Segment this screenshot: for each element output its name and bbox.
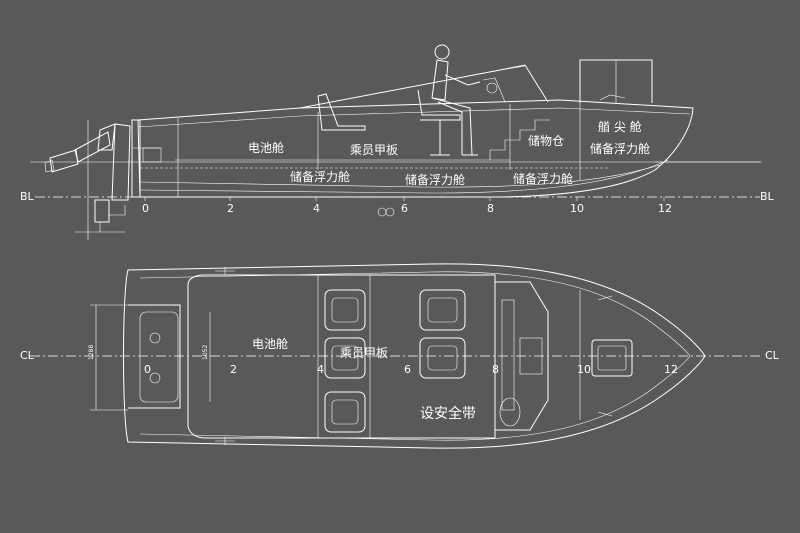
console-box: [519, 337, 543, 375]
fore-hatch-inner: [597, 345, 627, 371]
plan-tick: 0: [144, 363, 151, 376]
gunwale-inner: [139, 271, 691, 441]
baseline-label-right: BL: [760, 190, 775, 203]
engine-well: [139, 311, 179, 403]
windshield-inner: [479, 65, 526, 75]
label-reserve-3: 储备浮力舱: [513, 171, 573, 186]
plan-tick: 8: [492, 363, 499, 376]
engine-starboard-icon: [149, 372, 161, 384]
label-battery-side: 电池舱: [248, 141, 284, 155]
console-panel: [501, 299, 515, 411]
label-reserve-bow: 储备浮力舱: [590, 141, 650, 156]
transom-platform: [128, 304, 181, 409]
beam-dimension-outer: [90, 304, 128, 411]
dimension-beam-inner: 1052: [202, 345, 209, 360]
pilot-figure-icon: [431, 44, 481, 156]
cockpit-outline: [187, 274, 496, 439]
seat: [419, 289, 466, 331]
side-tick: 8: [487, 202, 494, 215]
helm-wheel-icon: [499, 397, 521, 427]
plan-tick: 6: [404, 363, 411, 376]
pilot-seat: [417, 89, 461, 156]
label-reserve-2: 储备浮力舱: [405, 172, 465, 187]
bow-rail: [599, 94, 626, 101]
baseline-label-left: BL: [20, 190, 35, 203]
seat: [419, 337, 466, 379]
windshield: [299, 64, 549, 109]
label-crew-deck-side: 乘员甲板: [350, 143, 398, 157]
fore-hatch: [591, 339, 633, 377]
label-seatbelts: 设安全带: [420, 405, 476, 422]
seat: [324, 337, 366, 379]
rear-seat: [317, 93, 366, 131]
centerline-label-left: CL: [20, 349, 35, 362]
label-crew-deck-plan: 乘员甲板: [340, 346, 388, 360]
engine-port-icon: [149, 332, 161, 344]
sheer-line: [137, 107, 691, 128]
seat: [324, 391, 366, 433]
transom-box: [142, 147, 162, 163]
plan-tick: 4: [317, 363, 324, 376]
chine-line: [139, 164, 661, 188]
hull-outline: [137, 99, 694, 198]
outboard-drive: [44, 120, 131, 240]
plan-ticks: 0 2 4 6 8 10 12: [144, 363, 678, 376]
plan-tick: 10: [577, 363, 591, 376]
keel-line: [139, 159, 669, 194]
side-tick: 4: [313, 202, 320, 215]
label-storage-side: 储物仓: [528, 133, 564, 148]
storage-steps: [489, 119, 550, 160]
side-tick: 10: [570, 202, 584, 215]
side-tick: 2: [227, 202, 234, 215]
plan-tick: 2: [230, 363, 237, 376]
side-tick: 6: [401, 202, 408, 215]
helm-console: [495, 281, 549, 431]
label-bow-side: 艏 尖 舱: [598, 120, 642, 134]
crew-seats: [324, 289, 466, 433]
side-ticks: 0 2 4 6 8 10 12: [142, 202, 672, 215]
dimension-beam-outer: 1288: [88, 345, 95, 360]
seat: [324, 289, 366, 331]
side-tick: 0: [142, 202, 149, 215]
side-tick-marks: [144, 197, 665, 201]
label-reserve-1: 储备浮力舱: [290, 169, 350, 184]
centerline-label-right: CL: [765, 349, 780, 362]
midship-symbol-icon: [377, 207, 395, 217]
transom: [131, 119, 141, 198]
console: [482, 77, 506, 103]
cleats: [215, 267, 613, 445]
plan-view: 1288 1052 电池舱 乘员甲板 设安全带 CL CL 0 2 4 6 8 …: [20, 263, 780, 449]
steering-wheel-icon: [486, 82, 498, 94]
side-tick: 12: [658, 202, 672, 215]
deck-outline: [123, 263, 706, 449]
plan-tick: 12: [664, 363, 678, 376]
label-battery-plan: 电池舱: [252, 337, 288, 351]
side-elevation-view: 电池舱 乘员甲板 储物仓 艏 尖 舱 储备浮力舱 储备浮力舱 储备浮力舱 储备浮…: [20, 44, 775, 240]
